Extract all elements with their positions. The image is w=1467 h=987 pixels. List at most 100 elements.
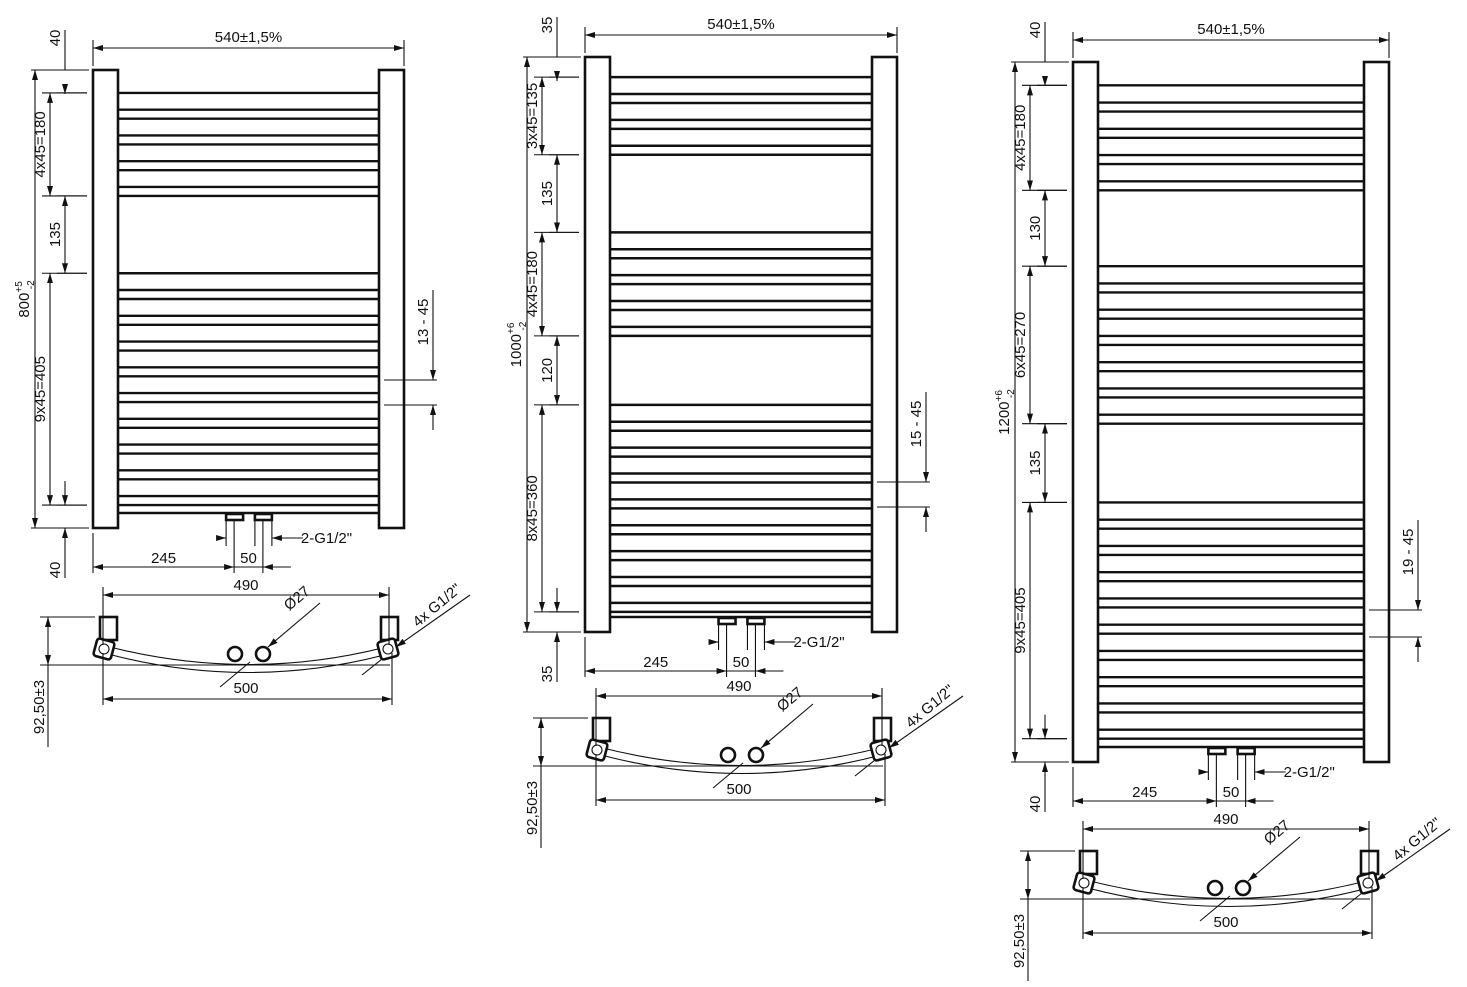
curved-profile-outer: [598, 746, 884, 767]
height-tolerance-plus: +6: [994, 390, 1005, 402]
bottom-offset-label: 35: [539, 666, 556, 683]
height-dimension-label: 800+5-2: [14, 280, 37, 318]
diameter-leader-line: [712, 762, 744, 789]
left-vertical-post: [91, 68, 120, 530]
right-vertical-post: [870, 55, 899, 634]
offset-dimension-label: 245: [151, 550, 176, 567]
bar-group-label: 8x45=360: [524, 475, 541, 541]
wall-bracket-connector: [585, 738, 609, 762]
height-dimension-label: 1000+6-2: [506, 321, 529, 367]
connector-bore: [591, 744, 603, 756]
plan-bottom-width-label: 500: [1213, 914, 1238, 931]
width-dimension-label: 540±1,5%: [215, 29, 282, 46]
diameter-leader-line: [760, 703, 814, 749]
pipe-diameter-label: Ø27: [1261, 817, 1294, 848]
curved-profile-outer: [1085, 879, 1371, 900]
pipe-outlet: [1206, 879, 1224, 897]
connection-nub-right: [253, 512, 274, 522]
depth-dimension-label: 92,50±3: [31, 680, 48, 734]
left-vertical-post: [583, 55, 612, 634]
plan-bottom-width-label: 500: [726, 781, 751, 798]
depth-dimension-label: 92,50±3: [524, 781, 541, 835]
thread-spec-label: 4x G1/2": [1389, 814, 1444, 864]
connection-nub-left: [1207, 746, 1227, 756]
top-offset-label: 35: [539, 17, 556, 34]
thread-leader-line: [1375, 828, 1451, 882]
connection-thread-label: 2-G1/2": [301, 530, 352, 547]
plan-view: 490 500 92,50±3 Ø27 4x G1/2": [1011, 811, 1451, 981]
wall-distance-label: 15 - 45: [908, 401, 925, 448]
plan-width-label: 490: [233, 577, 258, 594]
curved-profile-inner: [1087, 887, 1369, 907]
gap-label: 130: [1027, 216, 1044, 241]
gap-label: 120: [539, 358, 556, 383]
thread-leader-line: [854, 759, 876, 777]
thread-spec-label: 4x G1/2": [409, 580, 464, 630]
pipe-diameter-label: Ø27: [281, 583, 314, 614]
wall-bracket-connector: [376, 637, 400, 661]
pipe-diameter-label: Ø27: [774, 684, 807, 715]
spacing-dimension-label: 50: [1223, 784, 1240, 801]
pipe-outlet: [719, 746, 737, 764]
thread-leader-line: [361, 658, 383, 676]
diameter-leader-line: [267, 602, 321, 648]
curved-profile-inner: [600, 754, 882, 774]
height-value: 800: [16, 293, 33, 318]
gap-label: 135: [539, 181, 556, 206]
left-vertical-post: [1071, 60, 1100, 764]
height-value: 1200: [996, 401, 1013, 434]
wall-distance-label: 19 - 45: [1400, 529, 1417, 576]
connection-nub-left: [224, 512, 245, 522]
diameter-leader-line: [1247, 836, 1301, 882]
connector-bore: [875, 744, 887, 756]
height-tolerance-minus: -2: [518, 321, 529, 330]
plan-view: 490 500 92,50±3 Ø27 4x G1/2": [31, 577, 471, 747]
thread-leader-line: [395, 594, 471, 648]
connection-nub-left: [717, 616, 737, 626]
spacing-dimension-label: 50: [240, 550, 257, 567]
connector-bore: [1362, 877, 1374, 889]
bar-group-label: 6x45=270: [1012, 312, 1029, 378]
wall-bracket-connector: [1356, 871, 1380, 895]
plan-bottom-width-label: 500: [233, 680, 258, 697]
connection-nub-right: [1236, 746, 1256, 756]
thread-leader-line: [888, 695, 964, 749]
top-offset-label: 40: [1027, 22, 1044, 39]
connector-bore: [1078, 877, 1090, 889]
height-tolerance-plus: +5: [14, 281, 25, 293]
bar-group-label: 4x45=180: [32, 111, 49, 177]
wall-bracket-connector: [869, 738, 893, 762]
connection-thread-label: 2-G1/2": [1284, 764, 1335, 781]
bottom-offset-label: 40: [1027, 796, 1044, 813]
bar-group-label: 9x45=405: [1012, 587, 1029, 653]
gap-label: 135: [1027, 451, 1044, 476]
width-dimension-label: 540±1,5%: [1197, 21, 1264, 38]
height-tolerance-minus: -2: [1006, 389, 1017, 398]
thread-leader-line: [1341, 892, 1363, 910]
bottom-offset-label: 40: [47, 562, 64, 579]
offset-dimension-label: 245: [1132, 784, 1157, 801]
width-dimension-label: 540±1,5%: [707, 16, 774, 33]
connection-thread-label: 2-G1/2": [793, 634, 844, 651]
plan-width-label: 490: [726, 678, 751, 695]
plan-width-label: 490: [1213, 811, 1238, 828]
bar-group-label: 4x45=180: [1012, 105, 1029, 171]
bar-group-label: 3x45=135: [524, 83, 541, 149]
connection-nub-right: [746, 616, 766, 626]
bar-group-label: 4x45=180: [524, 251, 541, 317]
curved-profile-inner: [107, 653, 389, 673]
depth-dimension-label: 92,50±3: [1011, 914, 1028, 968]
height-value: 1000: [508, 334, 525, 367]
radiator-drawing-1000: 540±1,5% 1000+6-2 35 3x45=135 135 4x45=180 120…: [506, 16, 964, 848]
radiator-drawing-1200: 540±1,5% 1200+6-2 40 4x45=180 130 6x45=270 135…: [994, 21, 1451, 981]
height-dimension-label: 1200+6-2: [994, 389, 1017, 435]
gap-label: 135: [47, 222, 64, 247]
top-offset-label: 40: [47, 30, 64, 47]
radiator-drawing-800: 540±1,5%800+5-2404x45=1801359x45=4054013…: [14, 29, 471, 747]
pipe-outlet: [747, 746, 765, 764]
height-tolerance-minus: -2: [26, 280, 37, 289]
diameter-leader-line: [1199, 895, 1231, 922]
pipe-outlet: [1234, 879, 1252, 897]
